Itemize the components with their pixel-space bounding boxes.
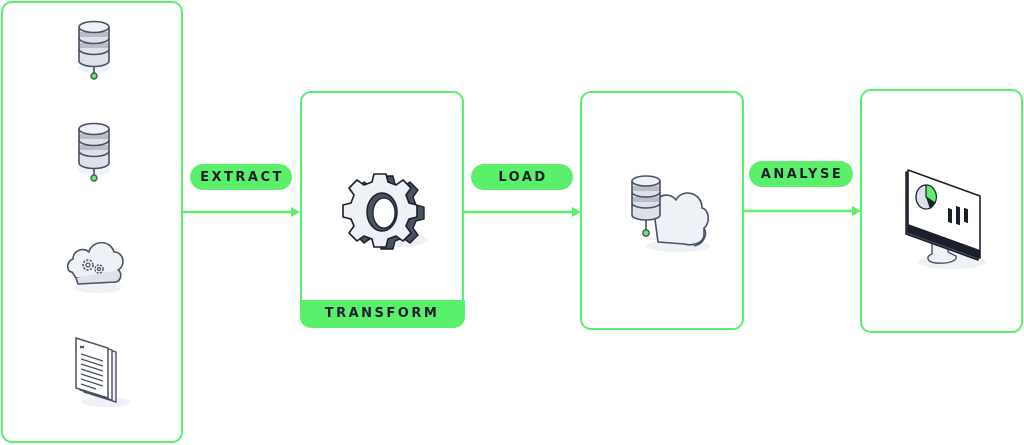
gear-icon xyxy=(342,173,428,250)
database-icon xyxy=(78,122,110,182)
database-cloud-icon xyxy=(631,175,710,252)
transform-label: TRANSFORM xyxy=(299,299,465,328)
load-label: LOAD xyxy=(471,164,573,190)
analyse-label: ANALYSE xyxy=(749,161,853,187)
document-stack-icon xyxy=(75,336,130,407)
cloud-gear-icon xyxy=(66,241,124,293)
extract-label: EXTRACT xyxy=(190,164,292,190)
monitor-chart-icon xyxy=(905,169,986,269)
database-icon xyxy=(78,20,110,80)
arrow-extract-head xyxy=(291,207,300,217)
